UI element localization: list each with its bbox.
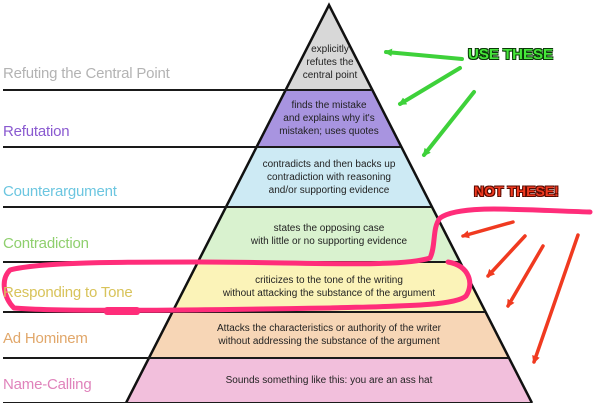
use-these-callout: USE THESE <box>468 46 554 63</box>
description-line: finds the mistake <box>291 100 367 111</box>
red-arrow <box>532 233 580 364</box>
pyramid-band <box>172 262 486 312</box>
level-label-ad-hominem: Ad Hominem <box>3 330 88 347</box>
level-description-ad-hominem: Attacks the characteristics or authority… <box>179 322 479 348</box>
red-arrow <box>506 244 545 308</box>
description-line: states the opposing case <box>273 222 385 234</box>
pyramid-band <box>285 5 373 90</box>
pyramid-band <box>197 207 461 262</box>
green-arrow <box>398 66 462 106</box>
level-description-name-calling: Sounds something like this: you are an a… <box>179 374 479 387</box>
pyramid-band <box>225 147 433 207</box>
description-line: central point <box>302 69 358 81</box>
pyramid-band <box>126 358 532 403</box>
pink-highlight-loop <box>1 206 593 313</box>
description-line: without attacking the substance of the a… <box>222 288 436 299</box>
description-line: and/or supporting evidence <box>268 184 390 196</box>
level-description-counterargument: contradicts and then backs up contradict… <box>179 158 479 197</box>
description-line: with little or no supporting evidence <box>250 235 408 247</box>
description-line: refutes the <box>306 56 354 68</box>
level-label-refutation: Refutation <box>3 123 70 140</box>
pink-highlight-mark <box>104 307 140 315</box>
description-line: explicitly <box>311 43 349 55</box>
level-description-refuting-central-point: explicitly refutes the central point <box>180 43 480 82</box>
pyramid-band <box>148 312 510 358</box>
description-line: Attacks the characteristics or authority… <box>217 323 441 334</box>
level-description-contradiction: states the opposing case with little or … <box>179 222 479 248</box>
level-label-contradiction: Contradiction <box>3 235 89 252</box>
level-label-refuting-central-point: Refuting the Central Point <box>3 65 170 82</box>
description-line: mistaken; uses quotes <box>279 126 379 137</box>
level-description-responding-to-tone: criticizes to the tone of the writing wi… <box>179 274 479 300</box>
description-line: Sounds something like this: you are an a… <box>225 375 433 386</box>
description-line: and explains why it's <box>283 113 375 124</box>
level-label-responding-to-tone: Responding to Tone <box>3 284 133 301</box>
not-these-callout: NOT THESE! <box>474 183 559 199</box>
pyramid-band <box>256 90 402 147</box>
level-label-counterargument: Counterargument <box>3 183 117 200</box>
level-description-refutation: finds the mistake and explains why it's … <box>179 99 479 138</box>
description-line: contradicts and then backs up <box>262 158 396 170</box>
description-line: without addressing the substance of the … <box>218 336 440 347</box>
level-label-name-calling: Name-Calling <box>3 376 92 393</box>
red-arrow <box>486 234 527 278</box>
description-line: criticizes to the tone of the writing <box>255 275 403 286</box>
green-arrow <box>422 90 476 157</box>
green-arrow <box>384 48 464 61</box>
red-arrow <box>461 220 515 239</box>
description-line: contradiction with reasoning <box>267 171 391 183</box>
